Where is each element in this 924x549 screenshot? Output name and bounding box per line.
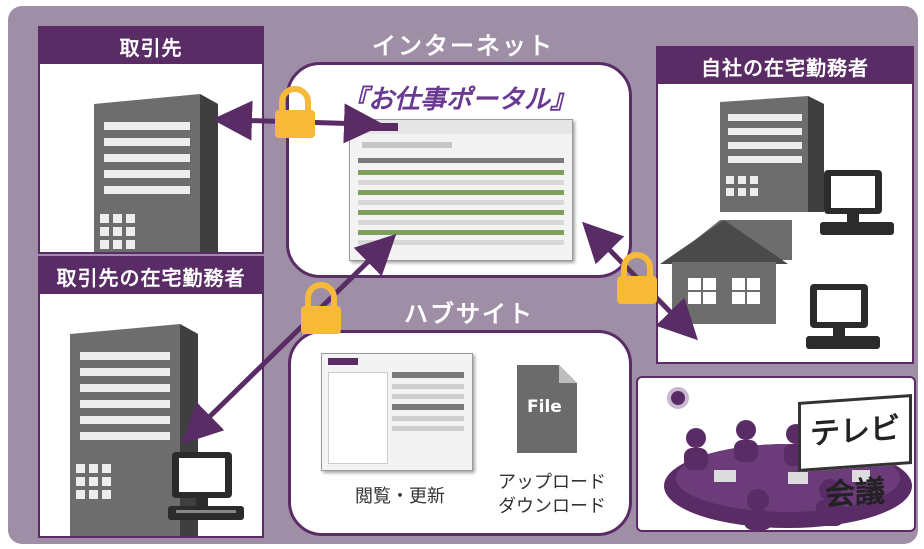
house-icon bbox=[660, 220, 792, 324]
partner-panel-title: 取引先 bbox=[40, 28, 262, 64]
file-icon bbox=[517, 365, 577, 453]
view-update-caption: 閲覧・更新 bbox=[355, 486, 445, 507]
computer-monitor-icon bbox=[806, 284, 880, 349]
video-conference-panel: テレビ会議 bbox=[636, 376, 916, 532]
hub-site-label: ハブサイト bbox=[404, 300, 534, 328]
office-building-icon bbox=[70, 324, 198, 536]
video-conference-sign: テレビ会議 bbox=[798, 394, 912, 513]
portal-cloud: 『お仕事ポータル』 bbox=[286, 62, 632, 278]
hub-site-screenshot bbox=[321, 353, 473, 471]
hub-site-cloud: 閲覧・更新 File アップロード ダウンロード bbox=[288, 330, 632, 536]
own-remote-panel: 自社の在宅勤務者 bbox=[656, 46, 914, 364]
download-caption: ダウンロード bbox=[498, 496, 606, 517]
lock-icon bbox=[275, 86, 315, 138]
upload-caption: アップロード bbox=[498, 472, 606, 493]
lock-icon bbox=[617, 252, 657, 304]
own-remote-panel-title: 自社の在宅勤務者 bbox=[658, 48, 912, 84]
partner-remote-panel-title: 取引先の在宅勤務者 bbox=[40, 258, 262, 294]
computer-monitor-icon bbox=[820, 170, 894, 235]
computer-monitor-icon bbox=[168, 452, 244, 520]
portal-title: 『お仕事ポータル』 bbox=[341, 85, 576, 115]
partner-panel: 取引先 bbox=[38, 26, 264, 254]
lock-icon bbox=[301, 282, 341, 334]
office-building-icon bbox=[94, 94, 218, 252]
internet-label: インターネット bbox=[372, 32, 554, 60]
partner-remote-panel: 取引先の在宅勤務者 bbox=[38, 256, 264, 538]
portal-screenshot bbox=[349, 119, 573, 261]
office-building-icon bbox=[720, 96, 824, 212]
file-icon-label: File bbox=[527, 397, 562, 417]
